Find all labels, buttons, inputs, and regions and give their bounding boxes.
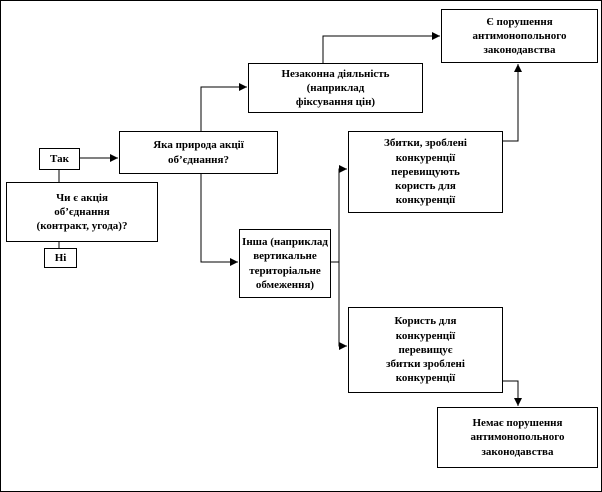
node-association-action-question: Чи є акція об’єднання (контракт, угода)?: [6, 182, 158, 242]
node-illegal-activity: Незаконна діяльність (наприклад фіксуван…: [248, 63, 423, 113]
node-violation-exists: Є порушення антимонопольного законодавст…: [441, 9, 598, 63]
node-other-action: Інша (наприклад вертикальне територіальн…: [239, 229, 331, 298]
connector-losses-to-violation: [503, 64, 522, 142]
connector-other-to-benefit: [338, 262, 347, 350]
node-yes-label: Так: [39, 148, 80, 170]
connector-illegal-to-violation: [322, 32, 440, 63]
connector-other-to-losses: [331, 165, 347, 263]
node-no-label: Ні: [44, 248, 77, 268]
node-no-violation: Немає порушення антимонопольного законод…: [437, 407, 598, 468]
connector-nature-to-other: [200, 174, 238, 266]
node-benefit-exceeds-losses: Користь для конкуренції перевищує збитки…: [348, 307, 503, 393]
node-losses-exceed-benefit: Збитки, зроблені конкуренції перевищують…: [348, 131, 503, 213]
connector-benefit-to-noviolation: [503, 380, 522, 406]
connector-nature-to-illegal: [200, 83, 247, 131]
node-action-nature-question: Яка природа акції об’єднання?: [119, 131, 278, 174]
